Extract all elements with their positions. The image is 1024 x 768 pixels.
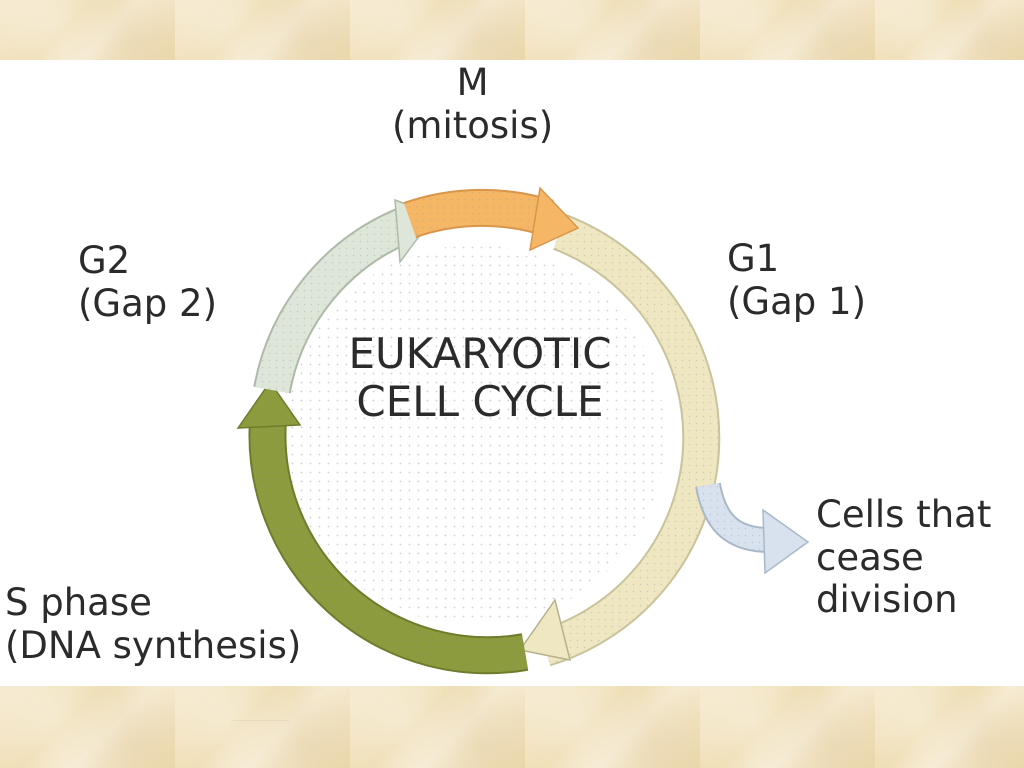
band-tile — [525, 686, 700, 768]
band-tile — [0, 686, 175, 768]
exit-label-line3: division — [816, 578, 958, 622]
bottom-background-band — [0, 686, 1024, 768]
exit-arrowhead-icon — [762, 508, 810, 575]
center-title: EUKARYOTIC CELL CYCLE — [320, 329, 640, 427]
band-tile — [0, 0, 175, 60]
cell-cycle-diagram — [0, 60, 1024, 686]
s-phase-detail: (DNA synthesis) — [5, 623, 302, 667]
s-phase-label: S phase (DNA synthesis) — [5, 581, 302, 667]
g1-arrowhead-icon — [518, 598, 572, 661]
exit-arrow — [695, 482, 810, 575]
s-arrowhead-icon — [236, 380, 302, 429]
center-title-line1: EUKARYOTIC — [348, 329, 612, 378]
cycle-graphic — [236, 186, 810, 675]
m-phase-name: M — [456, 61, 489, 104]
top-background-band — [0, 0, 1024, 60]
g1-arrow — [518, 214, 721, 667]
s-arrow — [236, 380, 529, 675]
m-phase-detail: (mitosis) — [392, 103, 554, 147]
footer-source-text: ········································… — [230, 718, 290, 722]
m-phase-label: M (mitosis) — [392, 61, 554, 147]
g2-phase-detail: (Gap 2) — [78, 281, 218, 325]
exit-label-line2: cease — [816, 535, 924, 579]
g1-phase-name: G1 — [727, 237, 780, 280]
m-arrow — [403, 186, 580, 252]
g2-phase-name: G2 — [78, 239, 131, 282]
band-tile — [700, 0, 875, 60]
band-tile — [875, 686, 1024, 768]
exit-label: Cells that cease division — [816, 493, 992, 622]
band-tile — [525, 0, 700, 60]
center-title-line2: CELL CYCLE — [356, 377, 604, 427]
exit-label-line1: Cells that — [816, 493, 992, 536]
g1-phase-detail: (Gap 1) — [727, 279, 867, 323]
g2-phase-label: G2 (Gap 2) — [78, 239, 218, 325]
band-tile — [175, 686, 350, 768]
cycle-center-disc — [285, 245, 665, 625]
band-tile — [875, 0, 1024, 60]
m-arrowhead-icon — [529, 186, 580, 252]
g1-phase-label: G1 (Gap 1) — [727, 237, 867, 323]
band-tile — [175, 0, 350, 60]
band-tile — [700, 686, 875, 768]
band-tile — [350, 0, 525, 60]
s-phase-name: S phase — [5, 581, 152, 624]
band-tile — [350, 686, 525, 768]
